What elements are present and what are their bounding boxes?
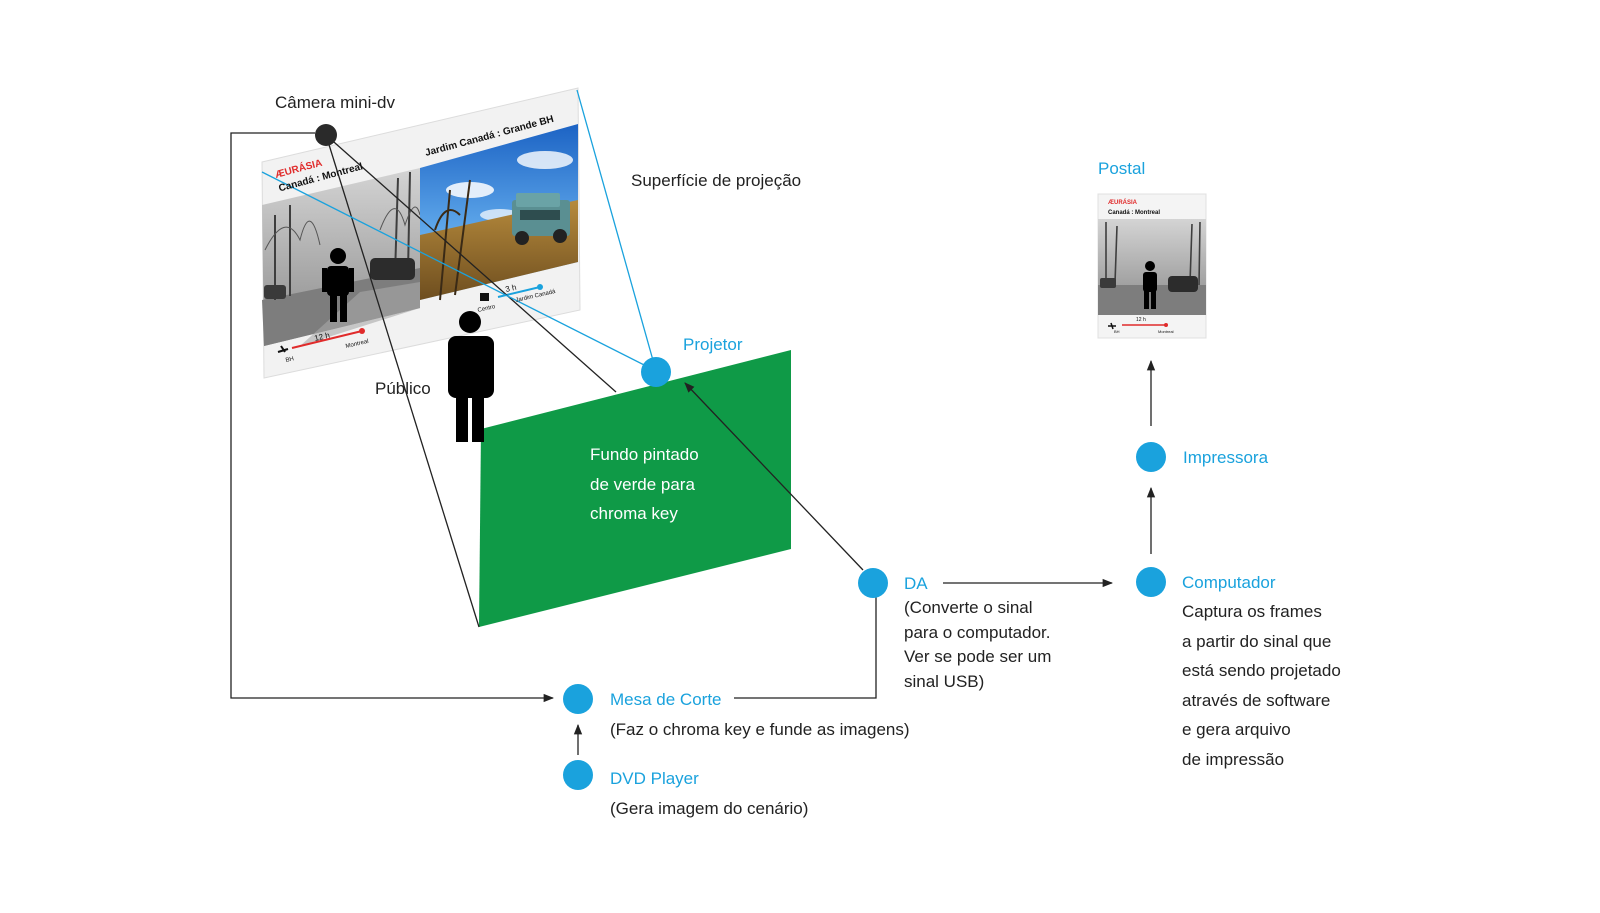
surface-label: Superfície de projeção	[631, 172, 801, 189]
projector-line-top	[577, 90, 656, 371]
printer-node	[1136, 442, 1166, 472]
green-screen-line: chroma key	[590, 499, 699, 529]
projector-label: Projetor	[683, 336, 743, 353]
green-screen-line: de verde para	[590, 470, 699, 500]
computer-description-line: a partir do sinal que	[1182, 627, 1341, 657]
dvd-description: (Gera imagem do cenário)	[610, 800, 808, 817]
computer-description-line: está sendo projetado	[1182, 656, 1341, 686]
da-description-line: (Converte o sinal	[904, 596, 1051, 621]
da-label: DA	[904, 575, 928, 592]
postcard-brand: ÆURÁSIA	[1108, 199, 1138, 206]
computer-description-line: de impressão	[1182, 745, 1341, 775]
postcard-route: Canadá : Montreal	[1108, 210, 1160, 216]
postal-label: Postal	[1098, 160, 1145, 177]
da-node	[858, 568, 888, 598]
projection-surface	[262, 88, 580, 378]
printer-label: Impressora	[1183, 449, 1268, 466]
camera-icon	[315, 124, 337, 146]
computer-label: Computador	[1182, 574, 1276, 591]
mixer-description: (Faz o chroma key e funde as imagens)	[610, 721, 910, 738]
mixer-to-da-connector	[734, 596, 876, 698]
computer-description: Captura os frames a partir do sinal que …	[1182, 597, 1341, 774]
computer-node	[1136, 567, 1166, 597]
audience-label: Público	[375, 380, 431, 397]
computer-description-line: Captura os frames	[1182, 597, 1341, 627]
green-screen-line: Fundo pintado	[590, 440, 699, 470]
postcard-to: Montreal	[1158, 329, 1174, 334]
camera-label: Câmera mini-dv	[275, 94, 395, 111]
green-screen-text: Fundo pintado de verde para chroma key	[590, 440, 699, 529]
projector-node	[641, 357, 671, 387]
da-description-line: Ver se pode ser um	[904, 645, 1051, 670]
dvd-label: DVD Player	[610, 770, 699, 787]
da-description-line: sinal USB)	[904, 670, 1051, 695]
da-description: (Converte o sinal para o computador. Ver…	[904, 596, 1051, 694]
mixer-label: Mesa de Corte	[610, 691, 722, 708]
postcard-duration: 12 h	[1136, 317, 1146, 323]
computer-description-line: e gera arquivo	[1182, 715, 1341, 745]
dvd-node	[563, 760, 593, 790]
computer-description-line: através de software	[1182, 686, 1341, 716]
postcard-from: BH	[1114, 329, 1120, 334]
da-description-line: para o computador.	[904, 621, 1051, 646]
mixer-node	[563, 684, 593, 714]
